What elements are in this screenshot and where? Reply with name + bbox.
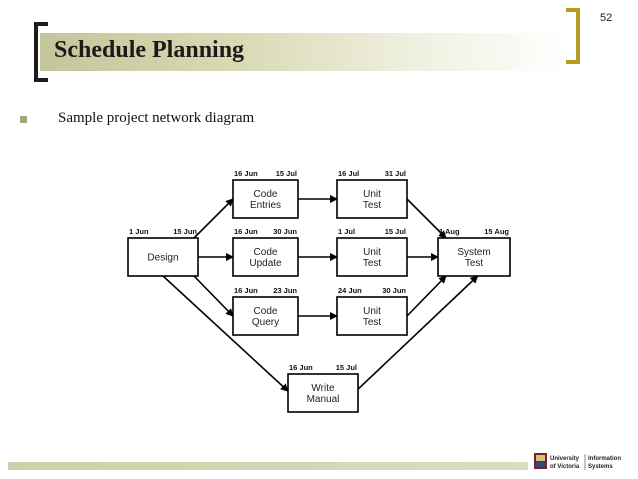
start-date: 16 Jun <box>234 286 258 295</box>
bullet-square-icon <box>20 116 27 123</box>
end-date: 15 Jul <box>385 227 406 236</box>
footer-bar <box>8 462 528 470</box>
node-label: Update <box>249 258 282 269</box>
node-box <box>232 237 299 277</box>
node-label: Test <box>363 258 382 269</box>
end-date: 15 Jun <box>173 227 197 236</box>
edge-design-to-code-entries <box>193 198 234 239</box>
edge-design-to-write-manual <box>162 275 289 392</box>
node-label: Unit <box>363 247 381 258</box>
page-number: 52 <box>600 12 613 24</box>
start-date: 16 Jul <box>338 169 359 178</box>
node-box <box>232 179 299 219</box>
node-box <box>336 237 408 277</box>
end-date: 15 Jul <box>276 169 297 178</box>
edge-unit-test-3-to-system-test <box>406 275 447 317</box>
node-label: Entries <box>250 200 281 211</box>
node-box <box>287 373 359 413</box>
end-date: 15 Jul <box>336 363 357 372</box>
node-label: Unit <box>363 189 381 200</box>
start-date: 1 Jun <box>129 227 149 236</box>
node-label: Design <box>147 253 178 264</box>
logo-line-1: University <box>550 456 580 462</box>
node-box <box>232 296 299 336</box>
bullet-text: Sample project network diagram <box>58 110 255 126</box>
node-box <box>336 179 408 219</box>
title-band <box>40 33 567 71</box>
node-label: Code <box>254 189 278 200</box>
node-label: Test <box>363 200 382 211</box>
node-label: Manual <box>307 394 340 405</box>
start-date: 16 Jun <box>234 169 258 178</box>
node-design: Design 1 Jun 15 Jun <box>127 227 199 277</box>
end-date: 30 Jun <box>273 227 297 236</box>
node-label: Unit <box>363 306 381 317</box>
end-date: 30 Jun <box>382 286 406 295</box>
start-date: 24 Jun <box>338 286 362 295</box>
end-date: 31 Jul <box>385 169 406 178</box>
end-date: 15 Aug <box>484 227 509 236</box>
logo-line-3: Information <box>588 456 621 462</box>
node-label: Write <box>311 383 335 394</box>
edge-write-manual-to-system-test <box>357 275 479 390</box>
node-label: Test <box>363 317 382 328</box>
node-box <box>336 296 408 336</box>
edge-unit-test-1-to-system-test <box>406 198 447 239</box>
left-bracket-decoration <box>34 22 48 82</box>
node-box <box>437 237 511 277</box>
university-logo: University of Victoria Information Syste… <box>534 453 621 470</box>
node-label: Code <box>254 306 278 317</box>
node-label: Code <box>254 247 278 258</box>
start-date: 1 Jul <box>338 227 355 236</box>
node-label: System <box>457 247 490 258</box>
start-date: 1 Aug <box>439 227 460 236</box>
start-date: 16 Jun <box>289 363 313 372</box>
node-label: Test <box>465 258 484 269</box>
node-box <box>127 237 199 277</box>
logo-line-2: of Victoria <box>550 464 580 470</box>
slide-title: Schedule Planning <box>54 37 245 63</box>
logo-line-4: Systems <box>588 464 613 470</box>
node-label: Query <box>252 317 279 328</box>
right-bracket-decoration <box>566 8 580 64</box>
end-date: 23 Jun <box>273 286 297 295</box>
edge-design-to-code-query <box>193 275 234 317</box>
start-date: 16 Jun <box>234 227 258 236</box>
